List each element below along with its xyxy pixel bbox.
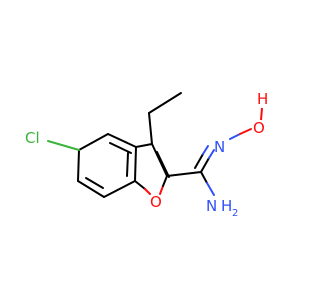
- hydroxyl-hydrogen-label: H: [257, 90, 268, 108]
- amine-hydrogens-label: H: [221, 197, 232, 215]
- structure-canvas: Cl O N O H N H 2: [25, 90, 268, 219]
- bond-o-h: [260, 107, 263, 121]
- bond-c3-ethyl: [148, 112, 153, 145]
- bond-c5-cl: [47, 140, 80, 151]
- bond-c3-c2-inner: [156, 151, 170, 178]
- bond-c7a-c3a-inner: [126, 152, 129, 177]
- amine-hydrogen-subscript: 2: [232, 208, 238, 219]
- furan-oxygen-label: O: [150, 193, 162, 211]
- bond-c7a-o: [134, 180, 146, 190]
- bond-amidine-n-upper-blue: [208, 149, 215, 159]
- bond-amidine-nh2: [200, 171, 208, 184]
- bond-n-o: [229, 133, 241, 140]
- bond-c5-c6: [77, 149, 80, 182]
- bond-amidine-n-upper-2: [194, 153, 204, 169]
- bond-c7-c7a: [103, 180, 136, 198]
- bond-c6-c7: [77, 180, 105, 198]
- bond-c7a-o-red: [144, 188, 151, 195]
- bond-c3a-c3: [135, 143, 153, 148]
- bond-o-c2-black: [162, 175, 168, 187]
- hydroxyl-oxygen-label: O: [253, 119, 265, 137]
- bond-c4-c5: [78, 133, 109, 151]
- heteroatom-bonds: [47, 128, 252, 196]
- bond-c3a-c4-inner: [109, 142, 132, 154]
- bond-c2-amidine: [166, 171, 202, 177]
- bond-ethyl-ch3: [148, 92, 182, 114]
- bond-c3-c2: [151, 143, 168, 177]
- bond-amidine-n-upper-2-blue: [202, 145, 209, 155]
- molecule-diagram: Cl O N O H N H 2: [25, 90, 268, 219]
- bond-amidine-n-upper: [200, 157, 210, 173]
- chlorine-label: Cl: [25, 129, 40, 147]
- bond-amidine-nh2-blue: [206, 182, 215, 196]
- amine-nitrogen-label: N: [206, 197, 217, 215]
- bond-c6-c7-inner: [85, 177, 104, 189]
- bond-n-o-red: [239, 128, 252, 135]
- bond-o-c2: [159, 185, 164, 195]
- carbon-bonds: [77, 92, 202, 198]
- oxime-nitrogen-label: N: [214, 138, 225, 156]
- bond-c3a-c4: [107, 133, 137, 148]
- bond-c7a-c3a: [134, 146, 137, 182]
